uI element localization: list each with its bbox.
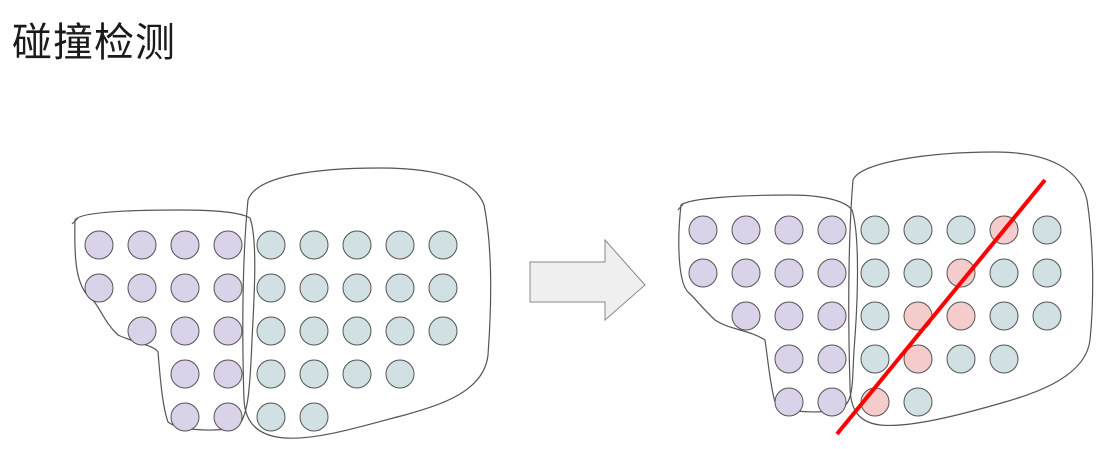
right-group-circle [428,230,458,260]
right-group-circle [299,316,329,346]
before-circle-grid [84,230,458,432]
left-group-circle [688,215,718,245]
right-group-circle [860,301,890,331]
left-group-circle [170,316,200,346]
right-group-circle [256,230,286,260]
right-group-circle [256,273,286,303]
left-group-circle [774,258,804,288]
arrow-right-icon [529,238,646,322]
left-group-circle [774,387,804,417]
left-group-circle [817,344,847,374]
right-group-circle [946,344,976,374]
right-group-circle [428,273,458,303]
left-group-circle [127,316,157,346]
right-group-circle [342,230,372,260]
right-group-circle [385,273,415,303]
left-group-circle [213,273,243,303]
left-group-circle [774,344,804,374]
right-group-circle [342,316,372,346]
right-group-circle [860,215,890,245]
left-group-circle [213,359,243,389]
right-group-circle [342,273,372,303]
collision-circle [903,344,933,374]
right-group-circle [989,344,1019,374]
right-group-circle [989,258,1019,288]
left-group-circle [213,230,243,260]
left-group-circle [170,230,200,260]
right-group-circle [903,387,933,417]
right-group-circle [946,215,976,245]
right-group-circle [860,258,890,288]
left-group-circle [127,230,157,260]
collision-circle [946,301,976,331]
right-group-circle [1032,301,1062,331]
right-group-circle [256,316,286,346]
right-group-circle [1032,258,1062,288]
right-group-circle [385,316,415,346]
left-group-circle [170,402,200,432]
right-group-circle [299,359,329,389]
left-group-circle [170,273,200,303]
right-group-circle [428,316,458,346]
right-group-circle [903,215,933,245]
right-group-circle [299,402,329,432]
left-group-circle [688,258,718,288]
right-group-circle [256,359,286,389]
left-group-circle [170,359,200,389]
left-group-circle [817,215,847,245]
left-group-circle [213,402,243,432]
left-group-circle [774,301,804,331]
before-right-blob [242,167,492,439]
left-group-circle [817,301,847,331]
left-group-circle [84,273,114,303]
right-group-circle [256,402,286,432]
left-group-circle [213,316,243,346]
after-right-blob [848,151,1094,427]
collision-circle [946,258,976,288]
after-circle-grid [688,215,1062,417]
page-title: 碰撞检测 [12,20,176,66]
right-group-circle [860,344,890,374]
after-panel [677,151,1094,436]
right-group-circle [1032,215,1062,245]
left-group-circle [731,215,761,245]
right-group-circle [903,258,933,288]
left-group-circle [84,230,114,260]
cut-line [835,178,1047,436]
right-group-circle [989,301,1019,331]
left-group-circle [817,258,847,288]
right-group-circle [385,359,415,389]
right-group-circle [299,230,329,260]
left-group-circle [731,258,761,288]
before-panel [71,167,492,439]
left-group-circle [127,273,157,303]
left-group-circle [817,387,847,417]
left-group-circle [731,301,761,331]
right-group-circle [342,359,372,389]
right-group-circle [299,273,329,303]
right-group-circle [385,230,415,260]
left-group-circle [774,215,804,245]
